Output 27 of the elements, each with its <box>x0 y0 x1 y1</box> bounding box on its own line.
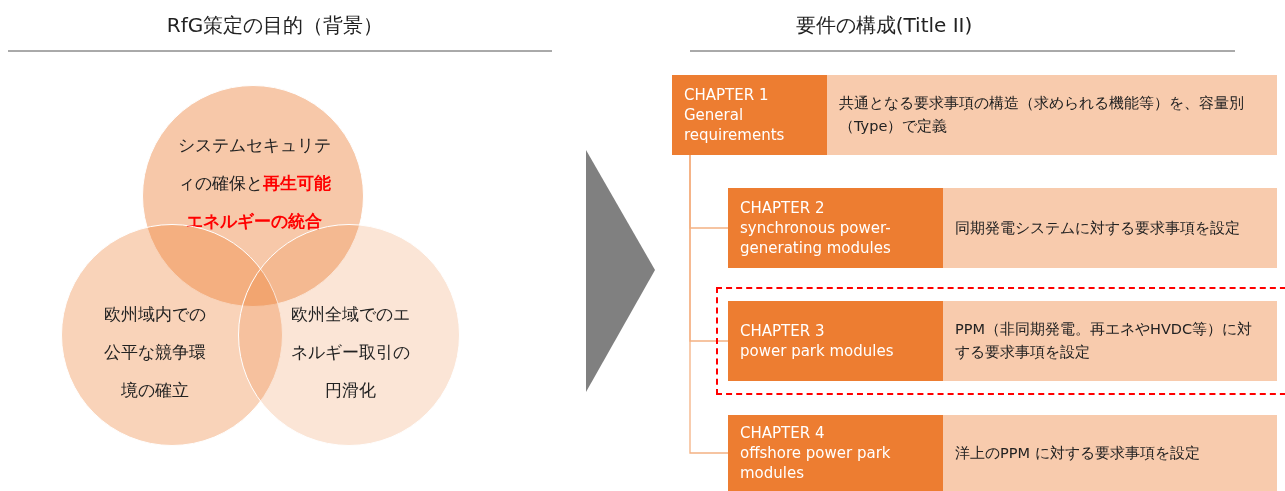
chapter-number: CHAPTER 2 <box>740 198 826 218</box>
description-box <box>827 75 1277 155</box>
chapter-box <box>728 301 943 381</box>
chapter-title: power park modules <box>740 341 895 361</box>
chapter-number: CHAPTER 4 <box>740 423 826 443</box>
description-box <box>943 301 1277 381</box>
chapter-title: synchronous power-generating modules <box>740 218 892 258</box>
section-heading: 要件の構成(Title II) <box>794 12 974 39</box>
description-text: 洋上のPPM に対する要求事項を設定 <box>955 443 1200 463</box>
chapter-box <box>728 415 943 491</box>
description-text: PPM（非同期発電。再エネやHVDC等）に対する要求事項を設定 <box>955 320 1254 362</box>
description-text: 共通となる要求事項の構造（求められる機能等）を、容量別（Type）で定義 <box>839 94 1245 136</box>
description-text: 同期発電システムに対する要求事項を設定 <box>955 218 1240 238</box>
chapter-number: CHAPTER 1 <box>684 85 770 105</box>
description-box <box>943 415 1277 491</box>
circle-text: システムセキュリティの確保と再生可能エネルギーの統合 <box>176 134 332 233</box>
chapter-title: offshore power park modules <box>740 443 892 483</box>
chapter-title: General requirements <box>684 105 786 145</box>
circle-text: 欧州域内での公平な競争環境の確立 <box>102 303 207 402</box>
chapter-box <box>672 75 827 155</box>
circle-text: 欧州全域でのエネルギー取引の円滑化 <box>289 303 411 402</box>
chapter-box <box>728 188 943 268</box>
tree-connector <box>689 154 729 454</box>
description-box <box>943 188 1277 268</box>
chapter-number: CHAPTER 3 <box>740 321 826 341</box>
highlight-frame <box>716 287 1285 395</box>
section-heading: RfG策定の目的（背景） <box>165 12 385 39</box>
